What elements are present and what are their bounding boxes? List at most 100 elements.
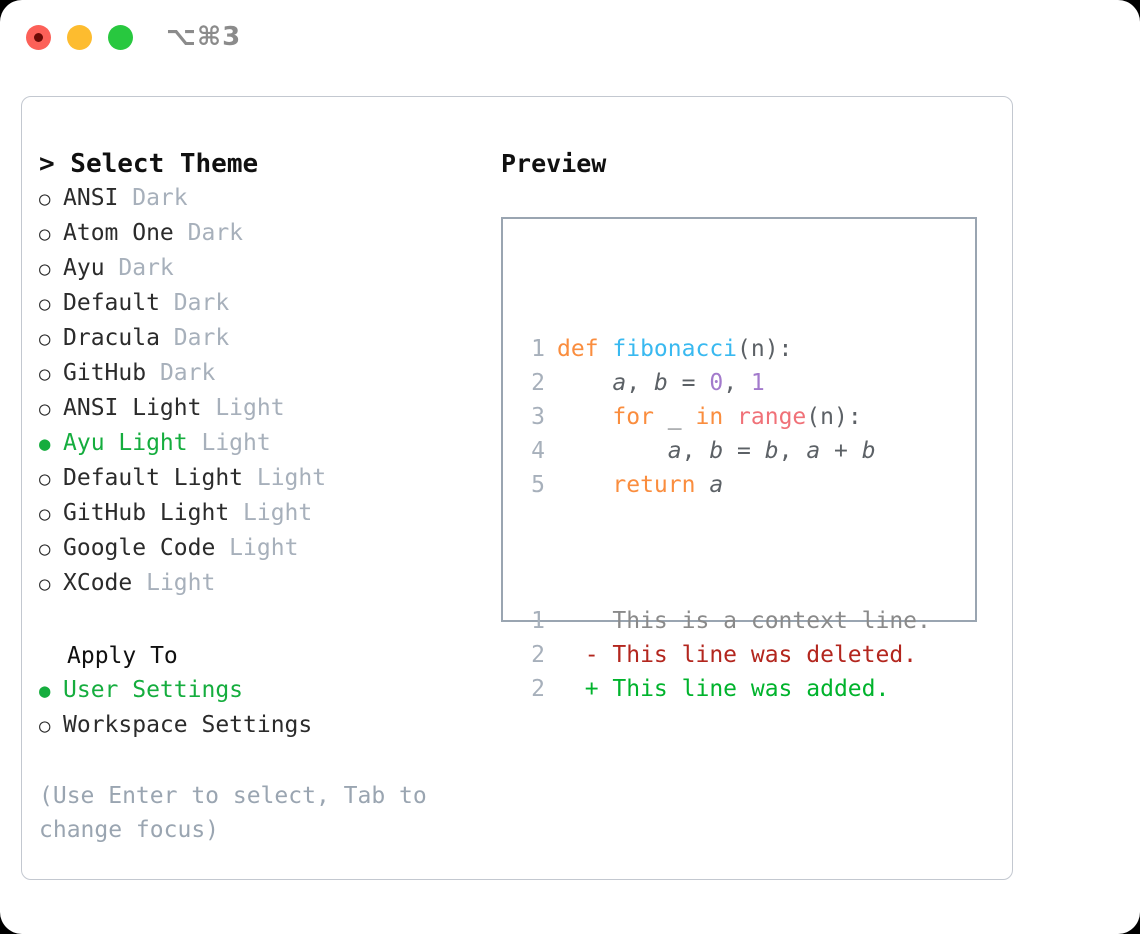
radio-unselected-icon: ○ [39, 538, 51, 560]
token-kw: in [695, 404, 724, 430]
theme-option-label: Ayu [63, 255, 105, 281]
keyboard-hint-text: (Use Enter to select, Tab to change focu… [39, 783, 427, 843]
token-fn: fibonacci [612, 336, 738, 362]
theme-option-kind: Dark [104, 255, 174, 281]
token-pun: (n): [737, 336, 793, 362]
radio-unselected-icon: ○ [39, 398, 51, 420]
theme-option-default-light[interactable]: ○ Default Light Light [39, 461, 469, 496]
theme-option-github[interactable]: ○GitHub Dark [39, 356, 469, 391]
diff-line-text: This is a context line. [557, 608, 931, 634]
main-panel: > Select Theme ○ANSI Dark○Atom One Dark○… [21, 96, 1013, 880]
theme-option-kind: Light [215, 535, 299, 561]
theme-option-label: Dracula [63, 325, 160, 351]
token-pun [723, 404, 737, 430]
apply-to-section: Apply To ● User Settings ○Workspace Settin… [39, 639, 469, 743]
token-var: a [709, 472, 724, 498]
token-kw: return [612, 472, 696, 498]
token-pun: = [667, 370, 710, 396]
diff-line-text: + This line was added. [557, 676, 890, 702]
token-pun: , [723, 370, 751, 396]
diff-line-deleted: 2 - This line was deleted. [519, 638, 931, 672]
apply-to-option-workspace-settings[interactable]: ○Workspace Settings [39, 708, 469, 743]
diff-line-text: - This line was deleted. [557, 642, 918, 668]
preview-heading: Preview [501, 149, 607, 178]
token-kw: for [612, 404, 654, 430]
token-pun [557, 438, 668, 464]
line-number: 5 [531, 472, 545, 498]
token-num: 0 [709, 370, 724, 396]
theme-option-google-code[interactable]: ○ Google Code Light [39, 531, 469, 566]
token-kw: def [557, 336, 613, 362]
theme-option-label: ANSI [63, 185, 119, 211]
code-line: 3 for _ in range(n): [519, 400, 931, 434]
token-pun [557, 472, 612, 498]
theme-option-kind: Dark [173, 220, 244, 246]
theme-option-label: Default Light [63, 465, 244, 491]
token-pun: + [820, 438, 862, 464]
theme-option-xcode[interactable]: ○XCode Light [39, 566, 469, 601]
token-var: b [764, 438, 779, 464]
token-var: b [861, 438, 876, 464]
select-theme-heading: > Select Theme [39, 149, 259, 179]
radio-unselected-icon: ○ [39, 328, 51, 350]
line-number: 2 [531, 642, 545, 668]
maximize-button[interactable] [108, 25, 133, 50]
theme-option-atom-one[interactable]: ○Atom One Dark [39, 216, 469, 251]
code-line: 2 a, b = 0, 1 [519, 366, 931, 400]
theme-option-list[interactable]: ○ANSI Dark○Atom One Dark○Ayu Dark○Defaul… [39, 181, 469, 601]
token-pun: _ [653, 404, 696, 430]
token-var: a [806, 438, 821, 464]
code-line-source: a, b = 0, 1 [545, 366, 765, 400]
radio-unselected-icon: ○ [39, 293, 51, 315]
apply-to-option-label: User Settings [63, 677, 244, 703]
code-line: 4 a, b = b, a + b [519, 434, 931, 468]
theme-option-label: Google Code [63, 535, 216, 561]
line-number: 1 [531, 336, 545, 362]
theme-option-ayu-light[interactable]: ●Ayu Light Light [39, 426, 469, 461]
token-num: 1 [750, 370, 765, 396]
theme-option-label: GitHub [63, 360, 147, 386]
diff-lines: 1 This is a context line.2 - This line w… [519, 604, 931, 706]
radio-selected-icon: ● [39, 433, 51, 455]
apply-to-option-list[interactable]: ● User Settings ○Workspace Settings [39, 673, 469, 743]
token-pun: (n): [806, 404, 862, 430]
traffic-light-buttons [26, 25, 133, 50]
diff-line-context: 1 This is a context line. [519, 604, 931, 638]
close-button[interactable] [26, 25, 51, 50]
theme-option-dracula[interactable]: ○Dracula Dark [39, 321, 469, 356]
line-number: 4 [531, 438, 545, 464]
theme-option-github-light[interactable]: ○GitHub Light Light [39, 496, 469, 531]
code-line-source: a, b = b, a + b [545, 434, 876, 468]
apply-to-heading: Apply To [67, 643, 178, 669]
radio-unselected-icon: ○ [39, 468, 51, 490]
radio-selected-icon: ● [39, 680, 51, 702]
theme-option-label: Default [63, 290, 160, 316]
theme-option-kind: Dark [146, 360, 216, 386]
code-line: 1 def fibonacci(n): [519, 332, 931, 366]
token-var: a [667, 438, 682, 464]
token-var: a [612, 370, 627, 396]
theme-option-ayu[interactable]: ○Ayu Dark [39, 251, 469, 286]
line-number: 1 [531, 608, 545, 634]
line-number: 3 [531, 404, 545, 430]
radio-unselected-icon: ○ [39, 715, 51, 737]
theme-option-kind: Light [201, 395, 285, 421]
code-line-source: return a [545, 468, 723, 502]
minimize-button[interactable] [67, 25, 92, 50]
token-pun [557, 370, 612, 396]
theme-option-default[interactable]: ○ Default Dark [39, 286, 469, 321]
radio-unselected-icon: ○ [39, 223, 51, 245]
theme-option-kind: Light [243, 465, 327, 491]
keyboard-shortcut-label: ⌥⌘3 [166, 22, 242, 52]
theme-option-ansi-light[interactable]: ○ANSI Light Light [39, 391, 469, 426]
token-pun: , [778, 438, 807, 464]
theme-option-ansi[interactable]: ○ANSI Dark [39, 181, 469, 216]
apply-to-option-user-settings[interactable]: ● User Settings [39, 673, 469, 708]
token-var: b [653, 370, 668, 396]
theme-option-kind: Dark [159, 290, 230, 316]
